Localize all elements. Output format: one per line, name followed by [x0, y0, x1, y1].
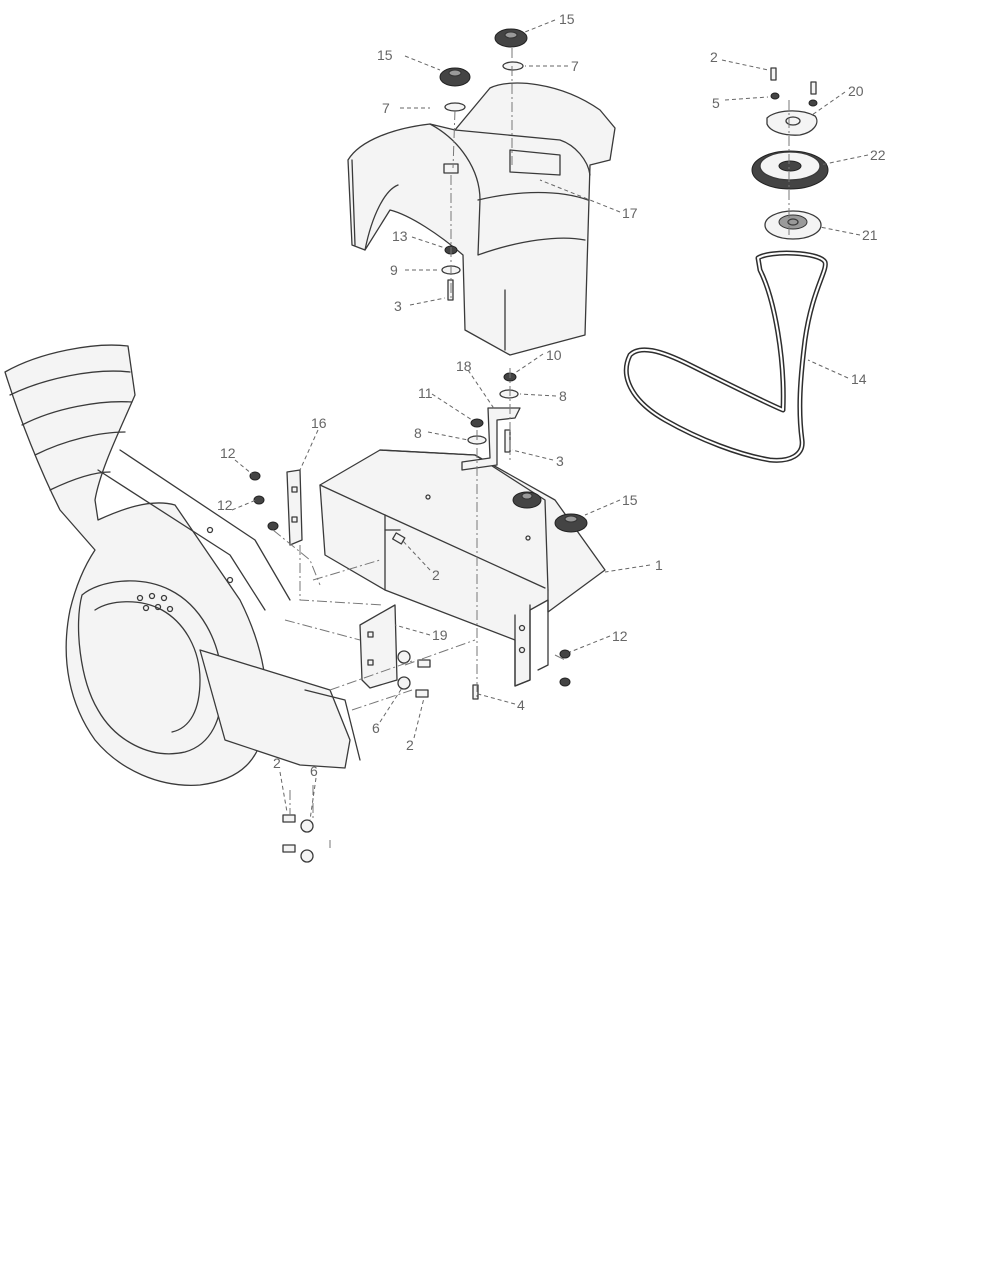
callout-18: 18: [456, 358, 472, 374]
callout-9: 9: [390, 262, 398, 278]
callout-2: 2: [710, 49, 718, 65]
callout-2: 2: [432, 567, 440, 583]
drive-belt: [623, 250, 828, 463]
callout-10: 10: [546, 347, 562, 363]
knob-left: [439, 67, 471, 87]
callout-14: 14: [851, 371, 867, 387]
callout-21: 21: [862, 227, 878, 243]
callout-17: 17: [622, 205, 638, 221]
bracket-plate-16: [286, 469, 303, 546]
callout-22: 22: [870, 147, 886, 163]
callout-15: 15: [559, 11, 575, 27]
callout-2: 2: [273, 755, 281, 771]
callout-20: 20: [848, 83, 864, 99]
callout-8: 8: [414, 425, 422, 441]
callout-12: 12: [612, 628, 628, 644]
mounting-frame: [319, 449, 606, 687]
knob-top: [494, 28, 528, 48]
callout-11: 11: [418, 385, 433, 401]
pulley-assembly: [751, 67, 829, 240]
callout-15: 15: [377, 47, 393, 63]
bracket-plate-19: [359, 604, 398, 689]
callout-12: 12: [217, 497, 233, 513]
callout-5: 5: [712, 95, 720, 111]
callout-1: 1: [655, 557, 663, 573]
assembly-lines: [272, 48, 790, 848]
knob-mid-a: [512, 491, 542, 509]
callout-3: 3: [556, 453, 564, 469]
bracket-18: [461, 407, 521, 471]
callout-4: 4: [517, 697, 525, 713]
belt-guard-cover: [347, 82, 616, 356]
callout-8: 8: [559, 388, 567, 404]
callout-2: 2: [406, 737, 414, 753]
callout-labels: 15 7 15 7 17 13 9 3 2 5 20 22 21 14 18 1…: [217, 11, 886, 779]
callout-15: 15: [622, 492, 638, 508]
callout-6: 6: [372, 720, 380, 736]
callout-3: 3: [394, 298, 402, 314]
blower-housing: [4, 344, 361, 786]
callout-16: 16: [311, 415, 327, 431]
callout-12: 12: [220, 445, 236, 461]
callout-7: 7: [571, 58, 579, 74]
callout-13: 13: [392, 228, 408, 244]
callout-7: 7: [382, 100, 390, 116]
callout-leaders: [231, 19, 869, 821]
knob-mid-b: [554, 513, 588, 533]
callout-6: 6: [310, 763, 318, 779]
callout-19: 19: [432, 627, 448, 643]
